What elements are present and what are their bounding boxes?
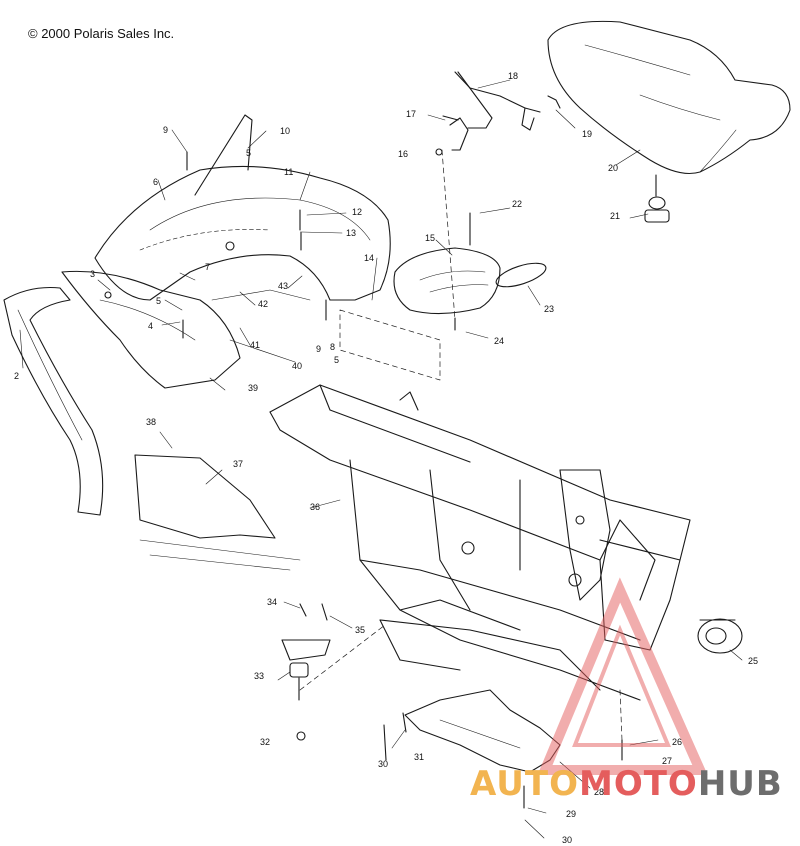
callout-label: 17 bbox=[406, 109, 417, 119]
callout-label: 24 bbox=[494, 336, 505, 346]
callout-label: 37 bbox=[233, 459, 244, 469]
callout-label: 32 bbox=[260, 737, 271, 747]
callout-label: 8 bbox=[330, 342, 336, 352]
callout-label: 12 bbox=[352, 207, 363, 217]
watermark-text: AUTOMOTOHUB bbox=[470, 764, 783, 804]
footwell-guard bbox=[3, 286, 104, 516]
watermark-part-3: HUB bbox=[697, 764, 783, 804]
seat bbox=[547, 20, 791, 175]
callout-label: 7 bbox=[205, 262, 211, 272]
callout-label: 10 bbox=[280, 126, 291, 136]
seat-latch bbox=[435, 71, 561, 156]
assembly-lines bbox=[299, 149, 623, 741]
callout-label: 11 bbox=[284, 167, 294, 177]
watermark-triangle bbox=[537, 577, 708, 775]
callout-label: 3 bbox=[90, 269, 96, 279]
front-bracket bbox=[281, 639, 331, 701]
copyright-text: © 2000 Polaris Sales Inc. bbox=[28, 26, 175, 41]
callout-label: 43 bbox=[278, 281, 289, 291]
callout-label: 23 bbox=[544, 304, 555, 314]
engine-mount bbox=[697, 618, 743, 654]
callout-label: 22 bbox=[512, 199, 523, 209]
rear-fender bbox=[94, 114, 391, 301]
callout-label: 42 bbox=[258, 299, 269, 309]
callout-label: 31 bbox=[414, 752, 425, 762]
callout-label: 30 bbox=[378, 759, 389, 769]
callout-label: 20 bbox=[608, 163, 619, 173]
seat-bumper bbox=[644, 174, 670, 223]
callout-label: 26 bbox=[672, 737, 683, 747]
callout-label: 15 bbox=[425, 233, 436, 243]
callout-label: 18 bbox=[508, 71, 519, 81]
rear-pad bbox=[393, 212, 547, 331]
callout-label: 27 bbox=[662, 756, 673, 766]
callout-label: 4 bbox=[148, 321, 154, 331]
callout-label: 38 bbox=[146, 417, 157, 427]
callout-label: 2 bbox=[14, 371, 20, 381]
callout-label: 33 bbox=[254, 671, 265, 681]
hardware bbox=[104, 151, 623, 809]
callout-label: 40 bbox=[292, 361, 303, 371]
callout-label: 6 bbox=[153, 177, 159, 187]
callout-label: 16 bbox=[398, 149, 409, 159]
splash-panel bbox=[134, 454, 301, 571]
callout-label: 5 bbox=[156, 296, 162, 306]
callout-label: 28 bbox=[594, 787, 605, 797]
callout-label: 14 bbox=[364, 253, 375, 263]
callout-label: 25 bbox=[748, 656, 759, 666]
callout-label: 39 bbox=[248, 383, 259, 393]
callout-label: 5 bbox=[334, 355, 340, 365]
callout-label: 9 bbox=[316, 344, 322, 354]
callout-label: 5 bbox=[246, 148, 252, 158]
callout-label: 21 bbox=[610, 211, 621, 221]
watermark-part-2: MOTO bbox=[578, 764, 698, 804]
callout-label: 13 bbox=[346, 228, 357, 238]
callout-label: 41 bbox=[250, 340, 261, 350]
frame bbox=[269, 384, 691, 701]
callout-label: 34 bbox=[267, 597, 278, 607]
callout-label: 9 bbox=[163, 125, 169, 135]
watermark-part-1: AUTO bbox=[470, 764, 579, 804]
callout-label: 35 bbox=[355, 625, 366, 635]
callout-label: 30 bbox=[562, 835, 573, 845]
callout-label: 36 bbox=[310, 502, 321, 512]
callout-label: 29 bbox=[566, 809, 577, 819]
side-panel bbox=[61, 270, 241, 389]
callout-label: 19 bbox=[582, 129, 593, 139]
skid-plate bbox=[404, 689, 561, 773]
leader-lines bbox=[19, 79, 743, 839]
